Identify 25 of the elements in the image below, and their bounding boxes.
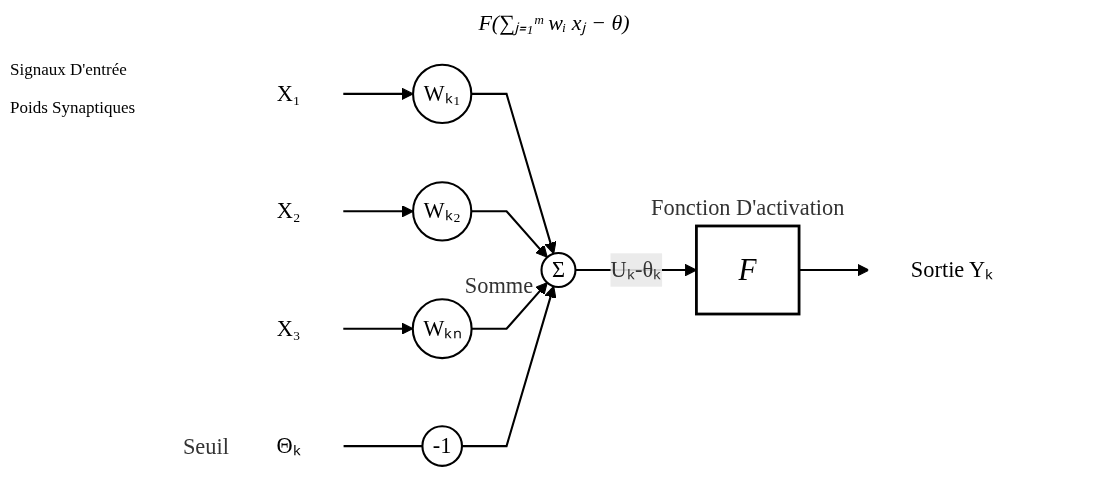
arrow xyxy=(471,92,557,255)
note-label: Poids Synaptiques xyxy=(10,98,137,118)
node-circle: Wₖ₁ xyxy=(412,63,473,125)
node-caption: Somme xyxy=(464,272,534,298)
node-text: X₂ xyxy=(276,198,301,223)
node-circle: Wₖₙ xyxy=(411,298,473,360)
node-circle: -1 xyxy=(421,425,464,467)
node-box: F xyxy=(695,224,801,316)
node-text: X₃ xyxy=(276,316,301,340)
arrow xyxy=(471,282,548,330)
node-circle: Wₖ₂ xyxy=(412,181,473,242)
node-circle: Σ xyxy=(540,251,577,289)
node-caption: Seuil xyxy=(182,434,229,460)
node-text: Sortie Yₖ xyxy=(910,257,994,282)
formula-title: F(∑ⱼ₌₁ᵐ wᵢ xⱼ − θ) xyxy=(477,9,631,36)
arrow xyxy=(342,87,414,101)
arrow xyxy=(462,285,557,448)
arrow xyxy=(342,205,414,218)
arrow xyxy=(471,210,548,258)
node-text: Θₖ xyxy=(276,433,301,458)
node-text: X₁ xyxy=(276,81,301,106)
node-caption: Fonction D'activation xyxy=(651,194,845,220)
note-label: Signaux D'entrée xyxy=(10,60,128,80)
edge-label: Uₖ-θₖ xyxy=(610,257,662,282)
connector xyxy=(342,445,423,448)
